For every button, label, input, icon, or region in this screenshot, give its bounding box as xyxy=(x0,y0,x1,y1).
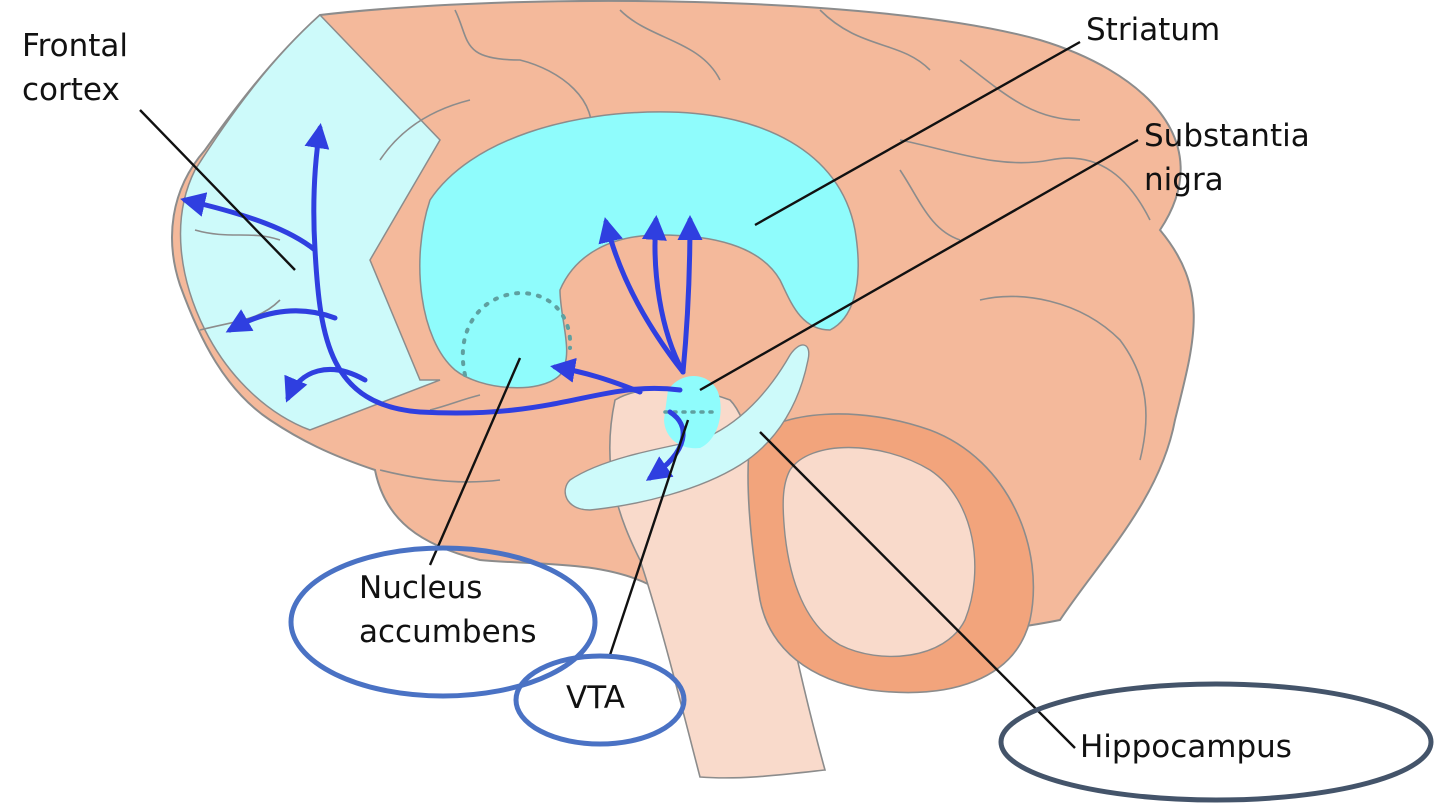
label-striatum: Striatum xyxy=(1086,8,1220,52)
label-substantia-nigra-line2: nigra xyxy=(1144,158,1310,202)
label-frontal-cortex-line1: Frontal xyxy=(22,24,128,68)
label-nucleus-accumbens-line1: Nucleus xyxy=(359,566,536,610)
label-substantia-nigra: Substantia nigra xyxy=(1144,114,1310,202)
label-frontal-cortex: Frontal cortex xyxy=(22,24,128,112)
label-nucleus-accumbens-line2: accumbens xyxy=(359,610,536,654)
label-frontal-cortex-line2: cortex xyxy=(22,68,128,112)
label-substantia-nigra-line1: Substantia xyxy=(1144,114,1310,158)
label-vta: VTA xyxy=(566,676,625,720)
label-nucleus-accumbens: Nucleus accumbens xyxy=(359,566,536,654)
label-hippocampus: Hippocampus xyxy=(1080,725,1292,769)
